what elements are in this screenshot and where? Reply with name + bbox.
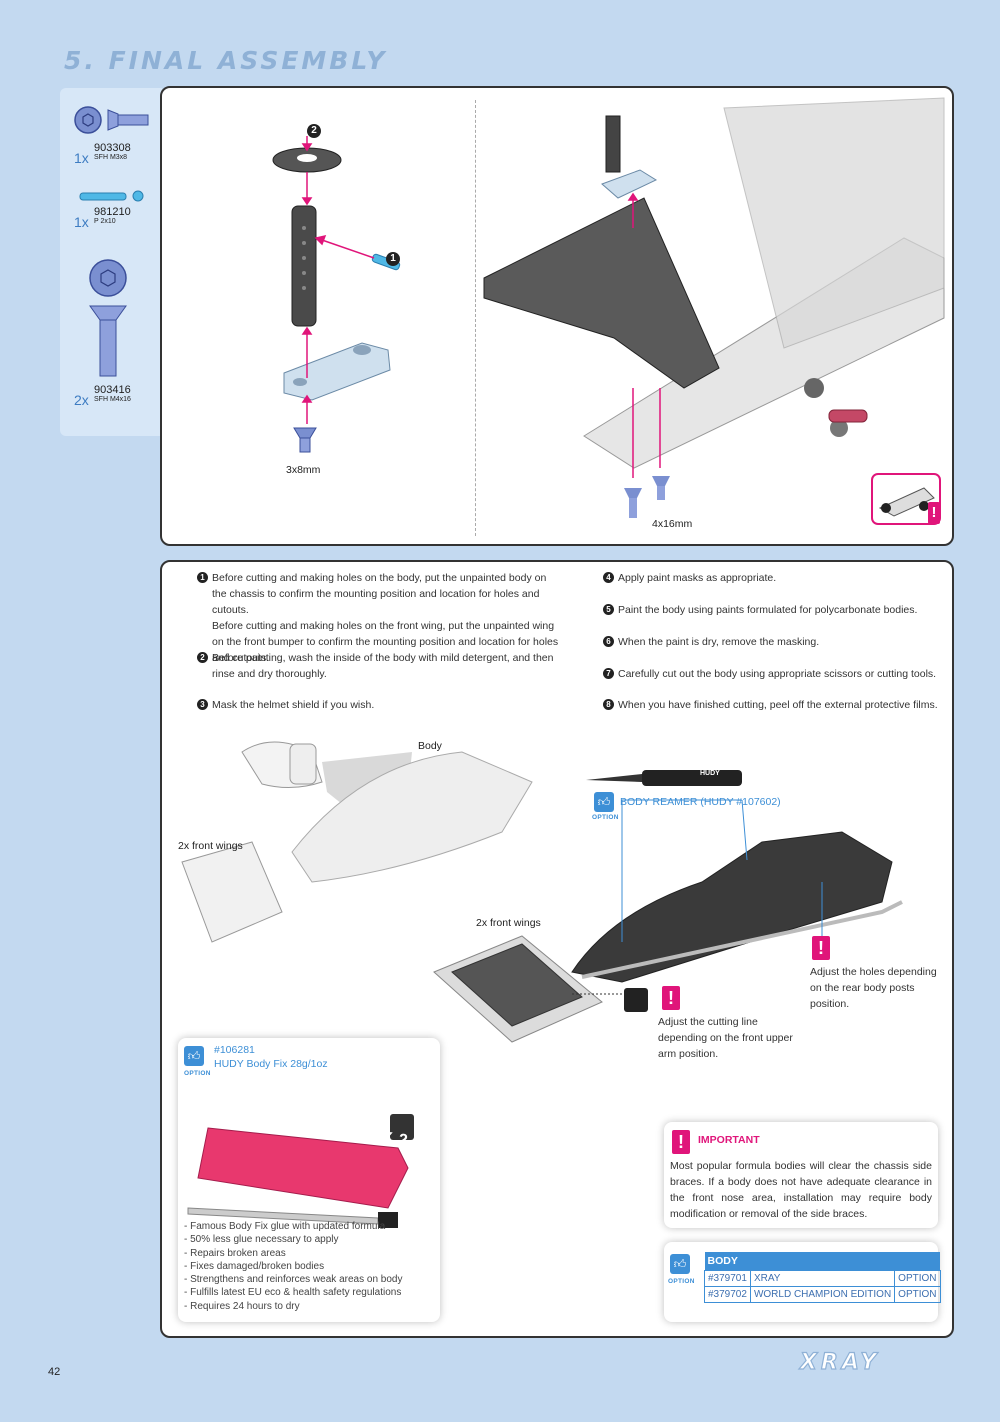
bodyfix-features: - Famous Body Fix glue with updated form… <box>184 1220 402 1313</box>
chassis-view-right <box>483 97 945 525</box>
pin-icon <box>79 190 144 202</box>
step-6: 6 When the paint is dry, remove the mask… <box>603 634 938 650</box>
parts-sidebar: 1x 903308 SFH M3x8 1x 981210 P 2x10 2x 9… <box>60 88 162 436</box>
warning-icon: ! <box>672 1130 690 1154</box>
feature-item: - Strengthens and reinforces weak areas … <box>184 1274 403 1286</box>
feature-item: - Fixes damaged/broken bodies <box>184 1260 325 1272</box>
feature-item: - Famous Body Fix glue with updated form… <box>184 1221 386 1232</box>
option-label: OPTION <box>184 1070 211 1077</box>
table-row: #379702 WORLD CHAMPION EDITION OPTION <box>704 1286 941 1303</box>
step-text: Before cutting and making holes on the f… <box>212 620 559 664</box>
step-text: When you have finished cutting, peel off… <box>618 699 938 711</box>
thumbs-up-icon: 👍︎ <box>670 1254 690 1274</box>
front-wings-label: 2x front wings <box>178 840 243 852</box>
step-text: Paint the body using paints formulated f… <box>618 604 918 616</box>
cut-line-note: Adjust the cutting line depending on the… <box>658 1016 793 1060</box>
screw-size-label: 4x16mm <box>652 518 693 530</box>
option-label: OPTION <box>668 1278 695 1285</box>
flat-head-screw-icon <box>74 106 149 134</box>
rear-holes-note: Adjust the holes depending on the rear b… <box>810 966 937 1010</box>
exploded-view-left <box>272 136 401 453</box>
step-8: 8 When you have finished cutting, peel o… <box>603 697 938 713</box>
table-cell: XRAY <box>749 1270 896 1287</box>
step-number: 2 <box>197 652 208 663</box>
step-number: 6 <box>603 636 614 647</box>
warning-icon: ! <box>662 986 680 1010</box>
table-cell: #379702 <box>704 1286 751 1303</box>
feature-item: - 50% less glue necessary to apply <box>184 1234 339 1246</box>
assembly-diagram-panel: 2 1 3x8mm ! 4x16mm <box>160 86 954 546</box>
part-spec: SFH M3x8 <box>94 154 128 161</box>
feature-item: - Repairs broken areas <box>184 1247 286 1259</box>
step-number: 5 <box>603 604 614 615</box>
step-text: Mask the helmet shield if you wish. <box>212 699 375 711</box>
step-5: 5 Paint the body using paints formulated… <box>603 602 938 618</box>
screw-size-label: 3x8mm <box>286 464 321 476</box>
bodyfix-name: HUDY Body Fix 28g/1oz <box>214 1058 328 1070</box>
step-1: 1 Before cutting and making holes on the… <box>197 570 562 666</box>
bodyfix-illustration <box>187 1114 414 1228</box>
table-cell: WORLD CHAMPION EDITION <box>749 1286 896 1303</box>
hudy-brand: HUDY <box>700 770 720 777</box>
table-cell: OPTION <box>894 1270 941 1287</box>
important-card: ! IMPORTANT Most popular formula bodies … <box>664 1122 938 1228</box>
step-text: Carefully cut out the body using appropr… <box>618 668 937 680</box>
part-code: 903416 <box>94 384 131 396</box>
parts-illustrations <box>74 106 149 377</box>
brand-logo: XRAY <box>799 1349 881 1375</box>
part-code: 903308 <box>94 142 131 154</box>
callout-1: 1 <box>386 252 400 266</box>
step-text: Apply paint masks as appropriate. <box>618 572 777 584</box>
front-wings-label: 2x front wings <box>476 917 541 929</box>
thumbs-up-icon: 👍︎ <box>184 1046 204 1066</box>
feature-item: - Requires 24 hours to dry <box>184 1300 300 1312</box>
bodyfix-code: #106281 <box>214 1044 255 1056</box>
part-code: 981210 <box>94 206 131 218</box>
table-header: BODY <box>704 1252 941 1271</box>
step-number: 8 <box>603 699 614 710</box>
important-text: Most popular formula bodies will clear t… <box>670 1160 932 1220</box>
step-number: 4 <box>603 572 614 583</box>
step-text: When the paint is dry, remove the maskin… <box>618 636 820 648</box>
part-spec: SFH M4x16 <box>94 396 131 403</box>
table-row: #379701 XRAY OPTION <box>704 1270 941 1287</box>
step-2: 2 Before painting, wash the inside of th… <box>197 650 562 682</box>
table-cell: #379701 <box>704 1270 751 1287</box>
step-4: 4 Apply paint masks as appropriate. <box>603 570 938 586</box>
page-number: 42 <box>48 1366 61 1378</box>
bodyfix-option-card: 👍︎ OPTION #106281 HUDY Body Fix 28g/1oz … <box>178 1038 440 1322</box>
body-illustrations <box>181 741 903 1043</box>
panel-divider <box>475 100 476 536</box>
callout-2: 2 <box>307 124 321 138</box>
important-title: IMPORTANT <box>698 1134 760 1146</box>
step-number: 3 <box>197 699 208 710</box>
body-options-table: BODY #379701 XRAY OPTION #379702 WORLD C… <box>704 1252 941 1303</box>
part-qty: 1x <box>74 214 89 230</box>
part-spec: P 2x10 <box>94 218 116 225</box>
feature-item: - Fulfills latest EU eco & health safety… <box>184 1287 402 1299</box>
thumbs-up-icon: 👍︎ <box>594 792 614 812</box>
step-text: Before cutting and making holes on the b… <box>212 572 547 616</box>
table-cell: OPTION <box>894 1286 941 1303</box>
step-3: 3 Mask the helmet shield if you wish. <box>197 697 562 713</box>
step-number: 1 <box>197 572 208 583</box>
flat-head-screw-icon <box>89 259 127 377</box>
body-options-card: 👍︎ OPTION BODY #379701 XRAY OPTION #3797… <box>664 1242 941 1322</box>
warning-icon: ! <box>928 502 940 524</box>
part-qty: 2x <box>74 392 89 408</box>
page-title: 5. FINAL ASSEMBLY <box>64 46 388 75</box>
warning-icon: ! <box>812 936 830 960</box>
step-7: 7 Carefully cut out the body using appro… <box>603 666 938 682</box>
part-qty: 1x <box>74 150 89 166</box>
step-number: 7 <box>603 668 614 679</box>
reamer-label: BODY REAMER (HUDY #107602) <box>620 796 781 808</box>
option-label: OPTION <box>592 814 619 821</box>
body-label: Body <box>418 740 442 752</box>
step-text: Before painting, wash the inside of the … <box>212 652 554 680</box>
